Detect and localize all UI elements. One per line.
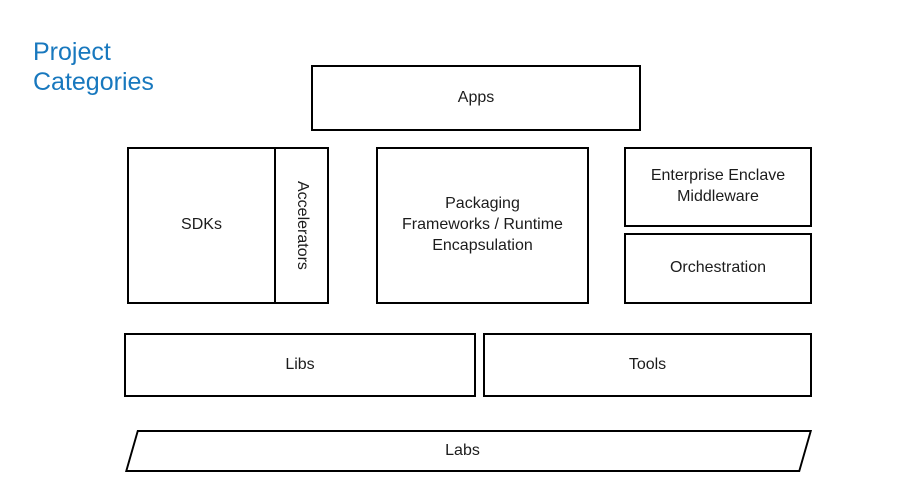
tools-label: Tools [628, 355, 667, 373]
sdks-label: SDKs [181, 216, 222, 234]
enterprise-enclave-middleware-box: Enterprise Enclave Middleware [624, 147, 812, 227]
packaging-frameworks-box: Packaging Frameworks / Runtime Encapsula… [376, 147, 589, 304]
packaging-frameworks-label: Packaging Frameworks / Runtime Encapsula… [402, 195, 563, 254]
libs-box: Libs [124, 333, 476, 397]
libs-label: Libs [285, 355, 315, 373]
apps-label: Apps [457, 88, 495, 106]
orchestration-label: Orchestration [669, 259, 767, 277]
apps-box: Apps [311, 65, 641, 131]
tools-box: Tools [483, 333, 812, 397]
page-title: Project Categories [33, 38, 154, 96]
enterprise-enclave-middleware-label: Enterprise Enclave Middleware [650, 167, 786, 205]
accelerators-label: Accelerators [293, 181, 311, 270]
sdk-accelerators-box: SDKs Accelerators [127, 147, 329, 304]
labs-label: Labs [445, 442, 480, 459]
accelerators-cell: Accelerators [274, 149, 327, 302]
orchestration-box: Orchestration [624, 233, 812, 304]
labs-parallelogram: Labs [125, 430, 813, 472]
sdks-cell: SDKs [129, 149, 274, 302]
